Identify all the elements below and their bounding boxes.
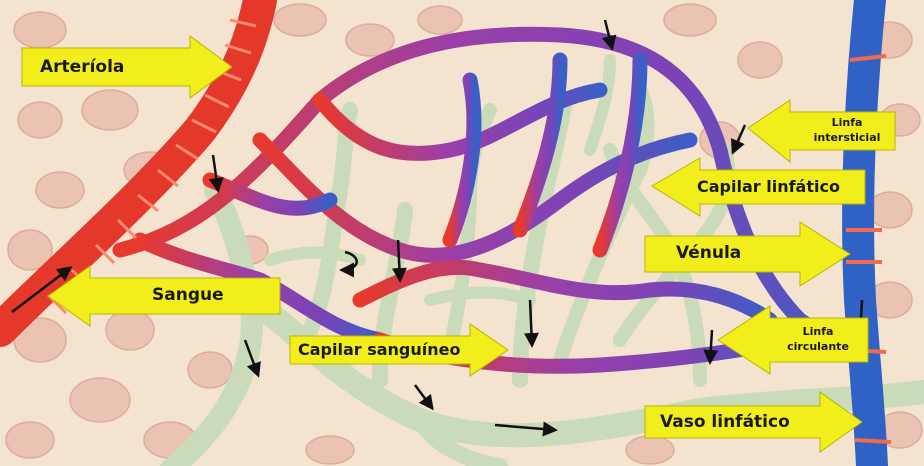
sangue-label: Sangue [152, 285, 224, 305]
venula-label: Vénula [676, 243, 741, 263]
capilar-sanguineo-label: Capilar sanguíneo [298, 340, 461, 359]
linfa-circulante-line1: Linfa [770, 324, 866, 339]
linfa-intersticial-line1: Linfa [802, 115, 892, 130]
capilar-linfatico-label: Capilar linfático [697, 177, 840, 196]
linfa-circulante-label: Linfa circulante [770, 324, 866, 354]
arteriola-label: Arteríola [40, 57, 124, 77]
vaso-linfatico-label: Vaso linfático [660, 412, 790, 432]
linfa-intersticial-label: Linfa intersticial [802, 115, 892, 145]
linfa-intersticial-line2: intersticial [802, 130, 892, 145]
linfa-circulante-line2: circulante [770, 339, 866, 354]
venule-vessel [858, 0, 872, 466]
